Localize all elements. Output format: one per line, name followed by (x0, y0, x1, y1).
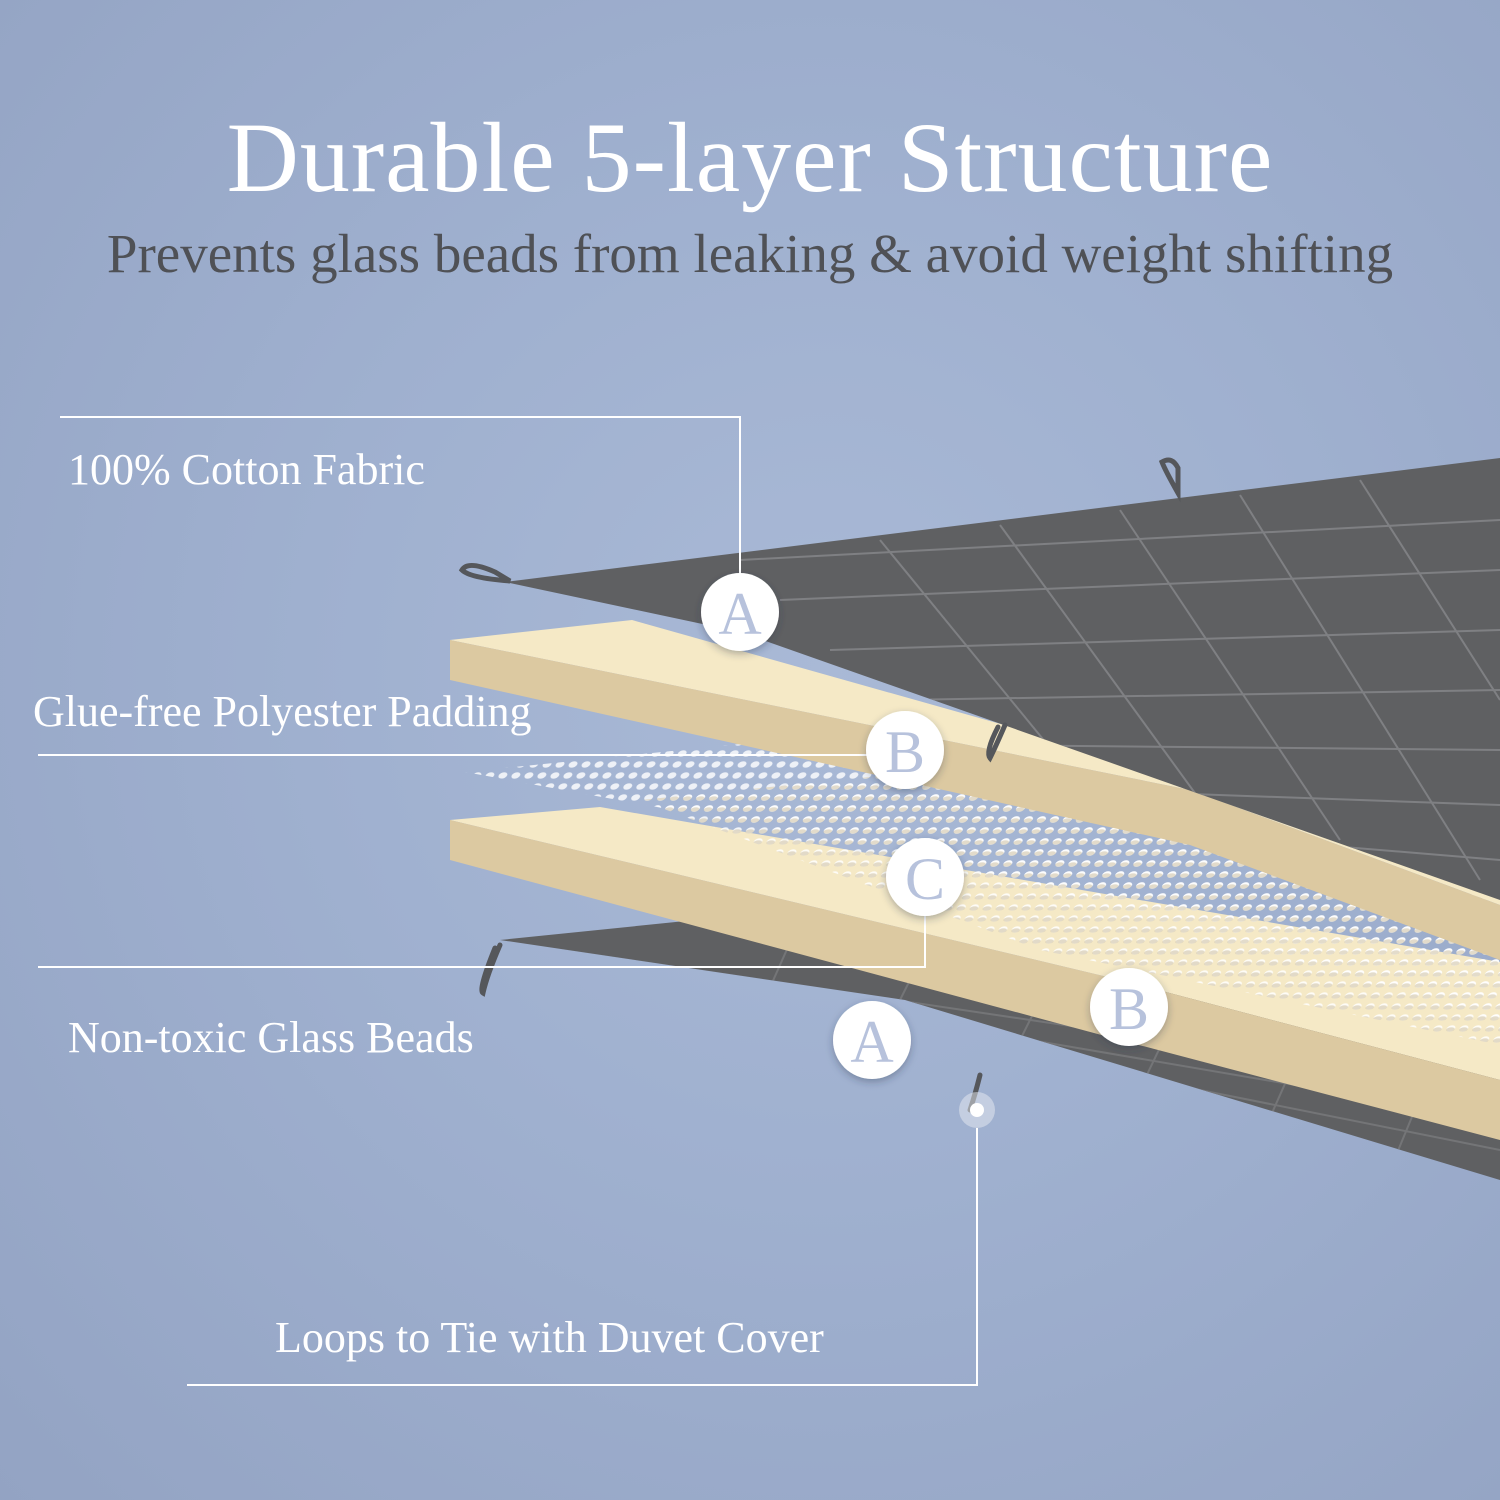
top-fabric-layer (505, 458, 1500, 900)
badge-bottom-fabric-letter: A (850, 1009, 893, 1075)
badge-bottom-fabric: A (833, 1001, 911, 1079)
badge-bottom-padding-letter: B (1109, 976, 1149, 1042)
badge-top-padding: B (866, 711, 944, 789)
label-loops: Loops to Tie with Duvet Cover (275, 1313, 824, 1362)
badge-top-fabric: A (701, 573, 779, 651)
callout-lines (38, 416, 978, 1386)
badge-beads-letter: C (905, 846, 945, 912)
label-glass-beads: Non-toxic Glass Beads (68, 1013, 474, 1062)
top-padding-layer (450, 620, 1500, 960)
badge-beads: C (886, 838, 964, 916)
glass-beads-layer (465, 742, 1500, 1045)
page-subtitle: Prevents glass beads from leaking & avoi… (106, 223, 1394, 284)
loop-pin-icon (959, 1092, 995, 1128)
label-cotton-fabric: 100% Cotton Fabric (68, 445, 425, 494)
badge-top-padding-letter: B (885, 719, 925, 785)
label-polyester-padding: Glue-free Polyester Padding (33, 687, 532, 736)
bottom-padding-layer (450, 807, 1500, 1140)
badge-bottom-padding: B (1090, 968, 1168, 1046)
page-title: Durable 5-layer Structure (226, 102, 1274, 213)
badge-top-fabric-letter: A (718, 581, 761, 647)
